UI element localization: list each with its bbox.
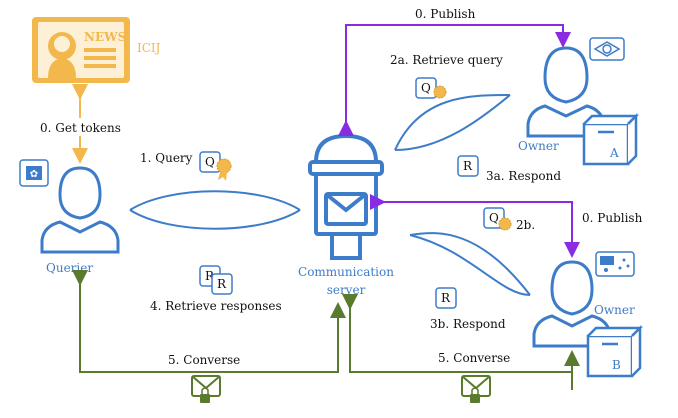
query-channel-curve [129,190,301,211]
locked-envelope-icon-right [461,375,491,403]
converse-right-label: 5. Converse [438,351,510,365]
query-card-a-icon: Q [415,77,447,99]
query-card-b-icon: Q [483,207,512,231]
news-anchor-icon [32,17,130,83]
converse-left-label: 5. Converse [168,353,240,367]
svg-text:R: R [463,159,473,173]
icij-label: ICIJ [137,41,161,55]
converse-left-arrow [72,270,346,373]
query-card-icon: Q [199,151,221,173]
svg-text:R: R [217,277,227,291]
svg-text:R: R [441,291,451,305]
respond-b-label: 3b. Respond [430,317,506,331]
box-b-icon [586,324,644,378]
box-b-label: B [612,358,621,372]
svg-text:Q: Q [421,81,431,95]
publish-top-arrow [338,24,571,136]
publish-top-label: 0. Publish [415,7,476,21]
retrieve-query-label: 2a. Retrieve query [390,53,503,67]
locked-envelope-icon [191,375,221,403]
response-cards-icon: R R [199,265,233,295]
query-label: 1. Query [140,151,193,165]
respond-a-label: 3a. Respond [486,169,561,183]
publish-right-label: 0. Publish [582,211,643,225]
querier-label: Querier [46,261,93,275]
response-card-a-icon: R [457,155,479,177]
get-tokens-label: 0. Get tokens [40,121,121,135]
converse-right-arrow [342,294,573,390]
step-2b-label: 2b. [516,218,535,232]
owner-b-label: Owner [594,303,635,317]
news-label: NEWS [84,30,126,44]
svg-text:Q: Q [205,155,215,169]
response-card-b-icon: R [435,287,457,309]
publish-right-arrow [370,194,580,258]
box-a-icon [582,112,640,166]
querier-person-icon [40,166,120,254]
svg-text:Q: Q [489,211,499,225]
owner-a-label: Owner [518,139,559,153]
retrieve-responses-label: 4. Retrieve responses [150,299,282,313]
owner-b-query-curve [409,232,531,296]
owner-b-response-curve [409,234,531,296]
brazil-flag-icon [589,37,625,61]
comm-server-label-line1: Communication [298,265,394,279]
mailbox-icon [308,133,384,260]
hong-kong-flag-icon: ✿ [19,159,49,187]
owner-a-response-curve [394,94,511,151]
box-a-label: A [609,146,619,160]
certificate-seal-icon [216,158,232,181]
response-channel-curve [129,209,301,230]
comm-server-label-line2: server [327,283,366,297]
svg-text:✿: ✿ [30,169,38,180]
owner-a-query-curve [394,94,511,151]
australia-flag-icon [595,251,635,277]
